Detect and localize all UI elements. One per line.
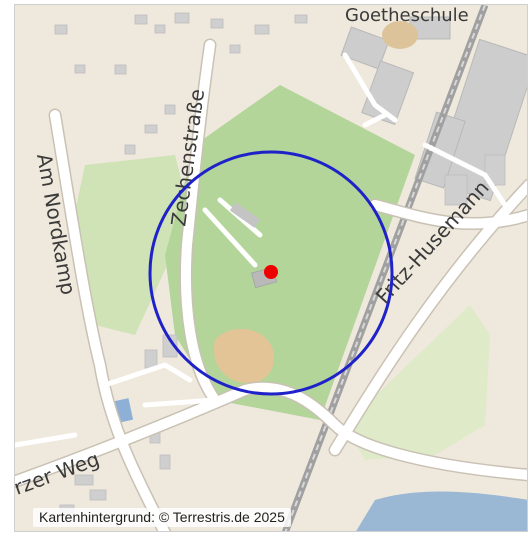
meadow-area-right [345, 305, 490, 460]
search-radius-circle [148, 150, 394, 396]
school-yard [382, 21, 418, 49]
sand-patch [214, 328, 274, 384]
location-marker[interactable] [264, 265, 278, 279]
map-view[interactable]: Goetheschule Am Nordkamp Zechenstraße Fr… [14, 4, 528, 532]
street-label-goetheschule: Goetheschule [345, 5, 469, 26]
meadow-area-left [70, 155, 190, 335]
water-area [356, 491, 527, 531]
map-canvas[interactable]: Goetheschule Am Nordkamp Zechenstraße Fr… [15, 5, 528, 532]
map-attribution: Kartenhintergrund: © Terrestris.de 2025 [33, 508, 291, 527]
park-building-2 [229, 202, 261, 228]
railway-line-inner [284, 5, 486, 531]
